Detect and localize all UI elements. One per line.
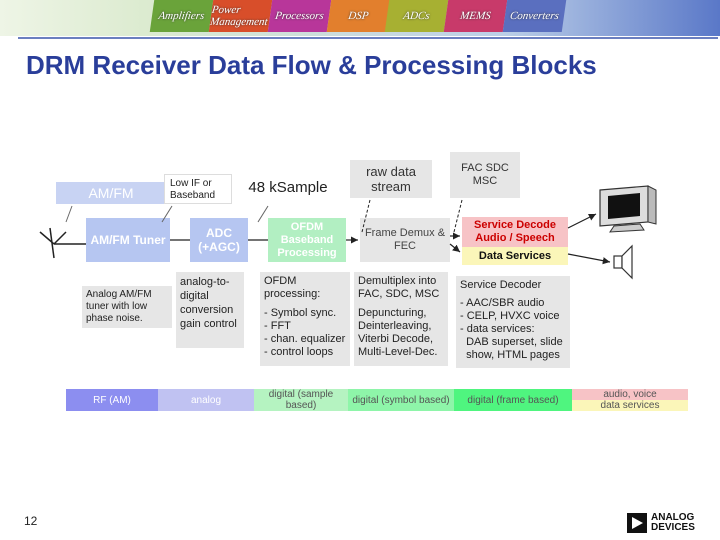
- connector-arrow: [449, 243, 461, 253]
- ksample-label: 48 kSample: [248, 178, 328, 196]
- pointer-line: [361, 199, 371, 233]
- page-number: 12: [24, 514, 38, 528]
- tuner-note: Analog AM/FM tuner with low phase noise.: [82, 286, 172, 328]
- service-note-item: - AAC/SBR audio: [460, 297, 545, 309]
- demux-note-line: Demultiplex into FAC, SDC, MSC: [358, 275, 440, 300]
- ofdm-note-title: OFDM processing:: [264, 275, 321, 300]
- ofdm-note-item: - chan. equalizer: [264, 333, 346, 345]
- ofdm-note-item: - control loops: [264, 346, 334, 358]
- adc-block: ADC (+AGC): [190, 218, 248, 262]
- logo-text: ANALOG DEVICES: [651, 513, 695, 533]
- pointer-line: [161, 205, 173, 223]
- demux-note: Demultiplex into FAC, SDC, MSC Depunctur…: [354, 272, 448, 366]
- header-rule: [18, 37, 718, 39]
- low-if-label: Low IF or Baseband: [164, 174, 232, 204]
- pointer-line: [453, 199, 463, 233]
- bar-digital-sample: digital (sample based): [254, 389, 348, 411]
- ofdm-note-item: - FFT: [264, 320, 291, 332]
- ofdm-note-item: - Symbol sync.: [264, 307, 337, 319]
- slide-title: DRM Receiver Data Flow & Processing Bloc…: [26, 50, 597, 80]
- antenna-icon: [39, 227, 86, 259]
- frame-demux-fec-block: Frame Demux & FEC: [360, 218, 450, 262]
- am-fm-label: AM/FM: [56, 182, 166, 204]
- bar-digital-frame: digital (frame based): [454, 389, 572, 411]
- am-fm-tuner-block: AM/FM Tuner: [86, 218, 170, 262]
- bar-data-services: data services: [572, 400, 688, 411]
- service-note: Service Decoder - AAC/SBR audio - CELP, …: [456, 276, 570, 368]
- service-note-title: Service Decoder: [460, 279, 542, 291]
- speaker-icon: [613, 244, 633, 280]
- data-services-block: Data Services: [462, 247, 568, 265]
- connector-arrow: [567, 213, 597, 229]
- bar-digital-symbol: digital (symbol based): [348, 389, 454, 411]
- bar-rf: RF (AM): [66, 389, 158, 411]
- analog-devices-logo: ANALOG DEVICES: [627, 512, 703, 534]
- raw-data-stream-label: raw data stream: [350, 160, 432, 198]
- service-decode-block: Service Decode Audio / Speech: [462, 217, 568, 247]
- service-note-item: show, HTML pages: [460, 349, 560, 361]
- ofdm-note: OFDM processing: - Symbol sync. - FFT - …: [260, 272, 350, 366]
- pointer-line: [65, 205, 73, 223]
- connector-arrow: [567, 253, 611, 265]
- fac-sdc-msc-label: FAC SDC MSC: [450, 152, 520, 198]
- demux-note-line: Depuncturing, Deinterleaving, Viterbi De…: [358, 307, 438, 358]
- logo-line: DEVICES: [651, 522, 695, 533]
- logo-line: ANALOG: [651, 512, 695, 523]
- logo-triangle-icon: [627, 513, 647, 533]
- bar-analog: analog: [158, 389, 254, 411]
- service-note-item: - data services:: [460, 323, 535, 335]
- service-note-item: DAB superset, slide: [460, 336, 563, 348]
- service-note-item: - CELP, HVXC voice: [460, 310, 560, 322]
- bar-audio-voice: audio, voice: [572, 389, 688, 400]
- monitor-icon: [599, 185, 657, 233]
- adc-note: analog-to- digital conversion gain contr…: [176, 272, 244, 348]
- pointer-line: [257, 205, 269, 223]
- ofdm-processing-block: OFDM Baseband Processing: [268, 218, 346, 262]
